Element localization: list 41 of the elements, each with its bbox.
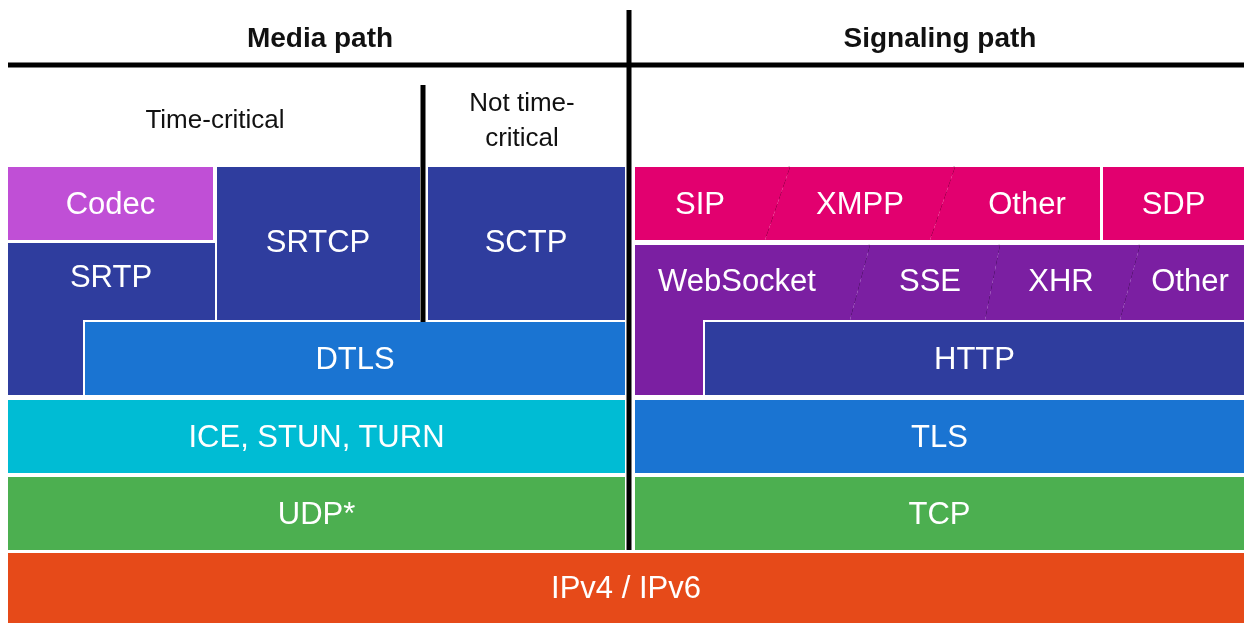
protocol-label: WebSocket [658, 263, 816, 299]
protocol-label: XMPP [816, 186, 904, 222]
protocol-label: SSE [899, 263, 961, 299]
protocol-block [8, 553, 1244, 623]
protocol-label: SRTCP [265, 224, 371, 260]
protocol-label: UDP* [277, 496, 356, 531]
protocol-block [428, 167, 625, 320]
protocol-block [8, 477, 625, 550]
protocol-block [1120, 245, 1244, 320]
protocol-label: HTTP [934, 341, 1015, 376]
protocol-block [985, 245, 1140, 320]
protocol-block [8, 167, 213, 240]
protocol-label: Codec [65, 186, 156, 221]
protocol-label: TCP [908, 496, 971, 531]
protocol-label: SCTP [484, 224, 568, 260]
protocol-block [85, 322, 625, 395]
protocol-block [635, 400, 1244, 473]
protocol-label: SDP [1141, 186, 1206, 221]
column-heading: Signaling path [843, 21, 1037, 56]
protocol-block [1103, 167, 1244, 240]
protocol-label: IPv4 / IPv6 [551, 570, 701, 606]
protocol-label: DTLS [315, 341, 395, 376]
protocol-block [930, 167, 1100, 240]
column-heading: Media path [246, 21, 394, 56]
protocol-label: TLS [911, 419, 968, 454]
protocol-label: XHR [1028, 263, 1094, 299]
protocol-block [635, 167, 790, 240]
protocol-label: Other [988, 186, 1066, 222]
protocol-block [217, 167, 420, 320]
protocol-block [705, 322, 1244, 395]
subheading: Time-critical [145, 103, 285, 137]
protocol-block [8, 400, 625, 473]
protocol-label: ICE, STUN, TURN [188, 419, 445, 454]
protocol-block [850, 245, 1000, 320]
protocol-label: SRTP [69, 259, 153, 295]
protocol-block [8, 243, 215, 395]
protocol-label: SIP [675, 186, 725, 222]
protocol-label: Other [1151, 263, 1229, 299]
protocol-block [765, 167, 955, 240]
protocol-block [635, 477, 1244, 550]
subheading: Not time-critical [468, 85, 576, 154]
